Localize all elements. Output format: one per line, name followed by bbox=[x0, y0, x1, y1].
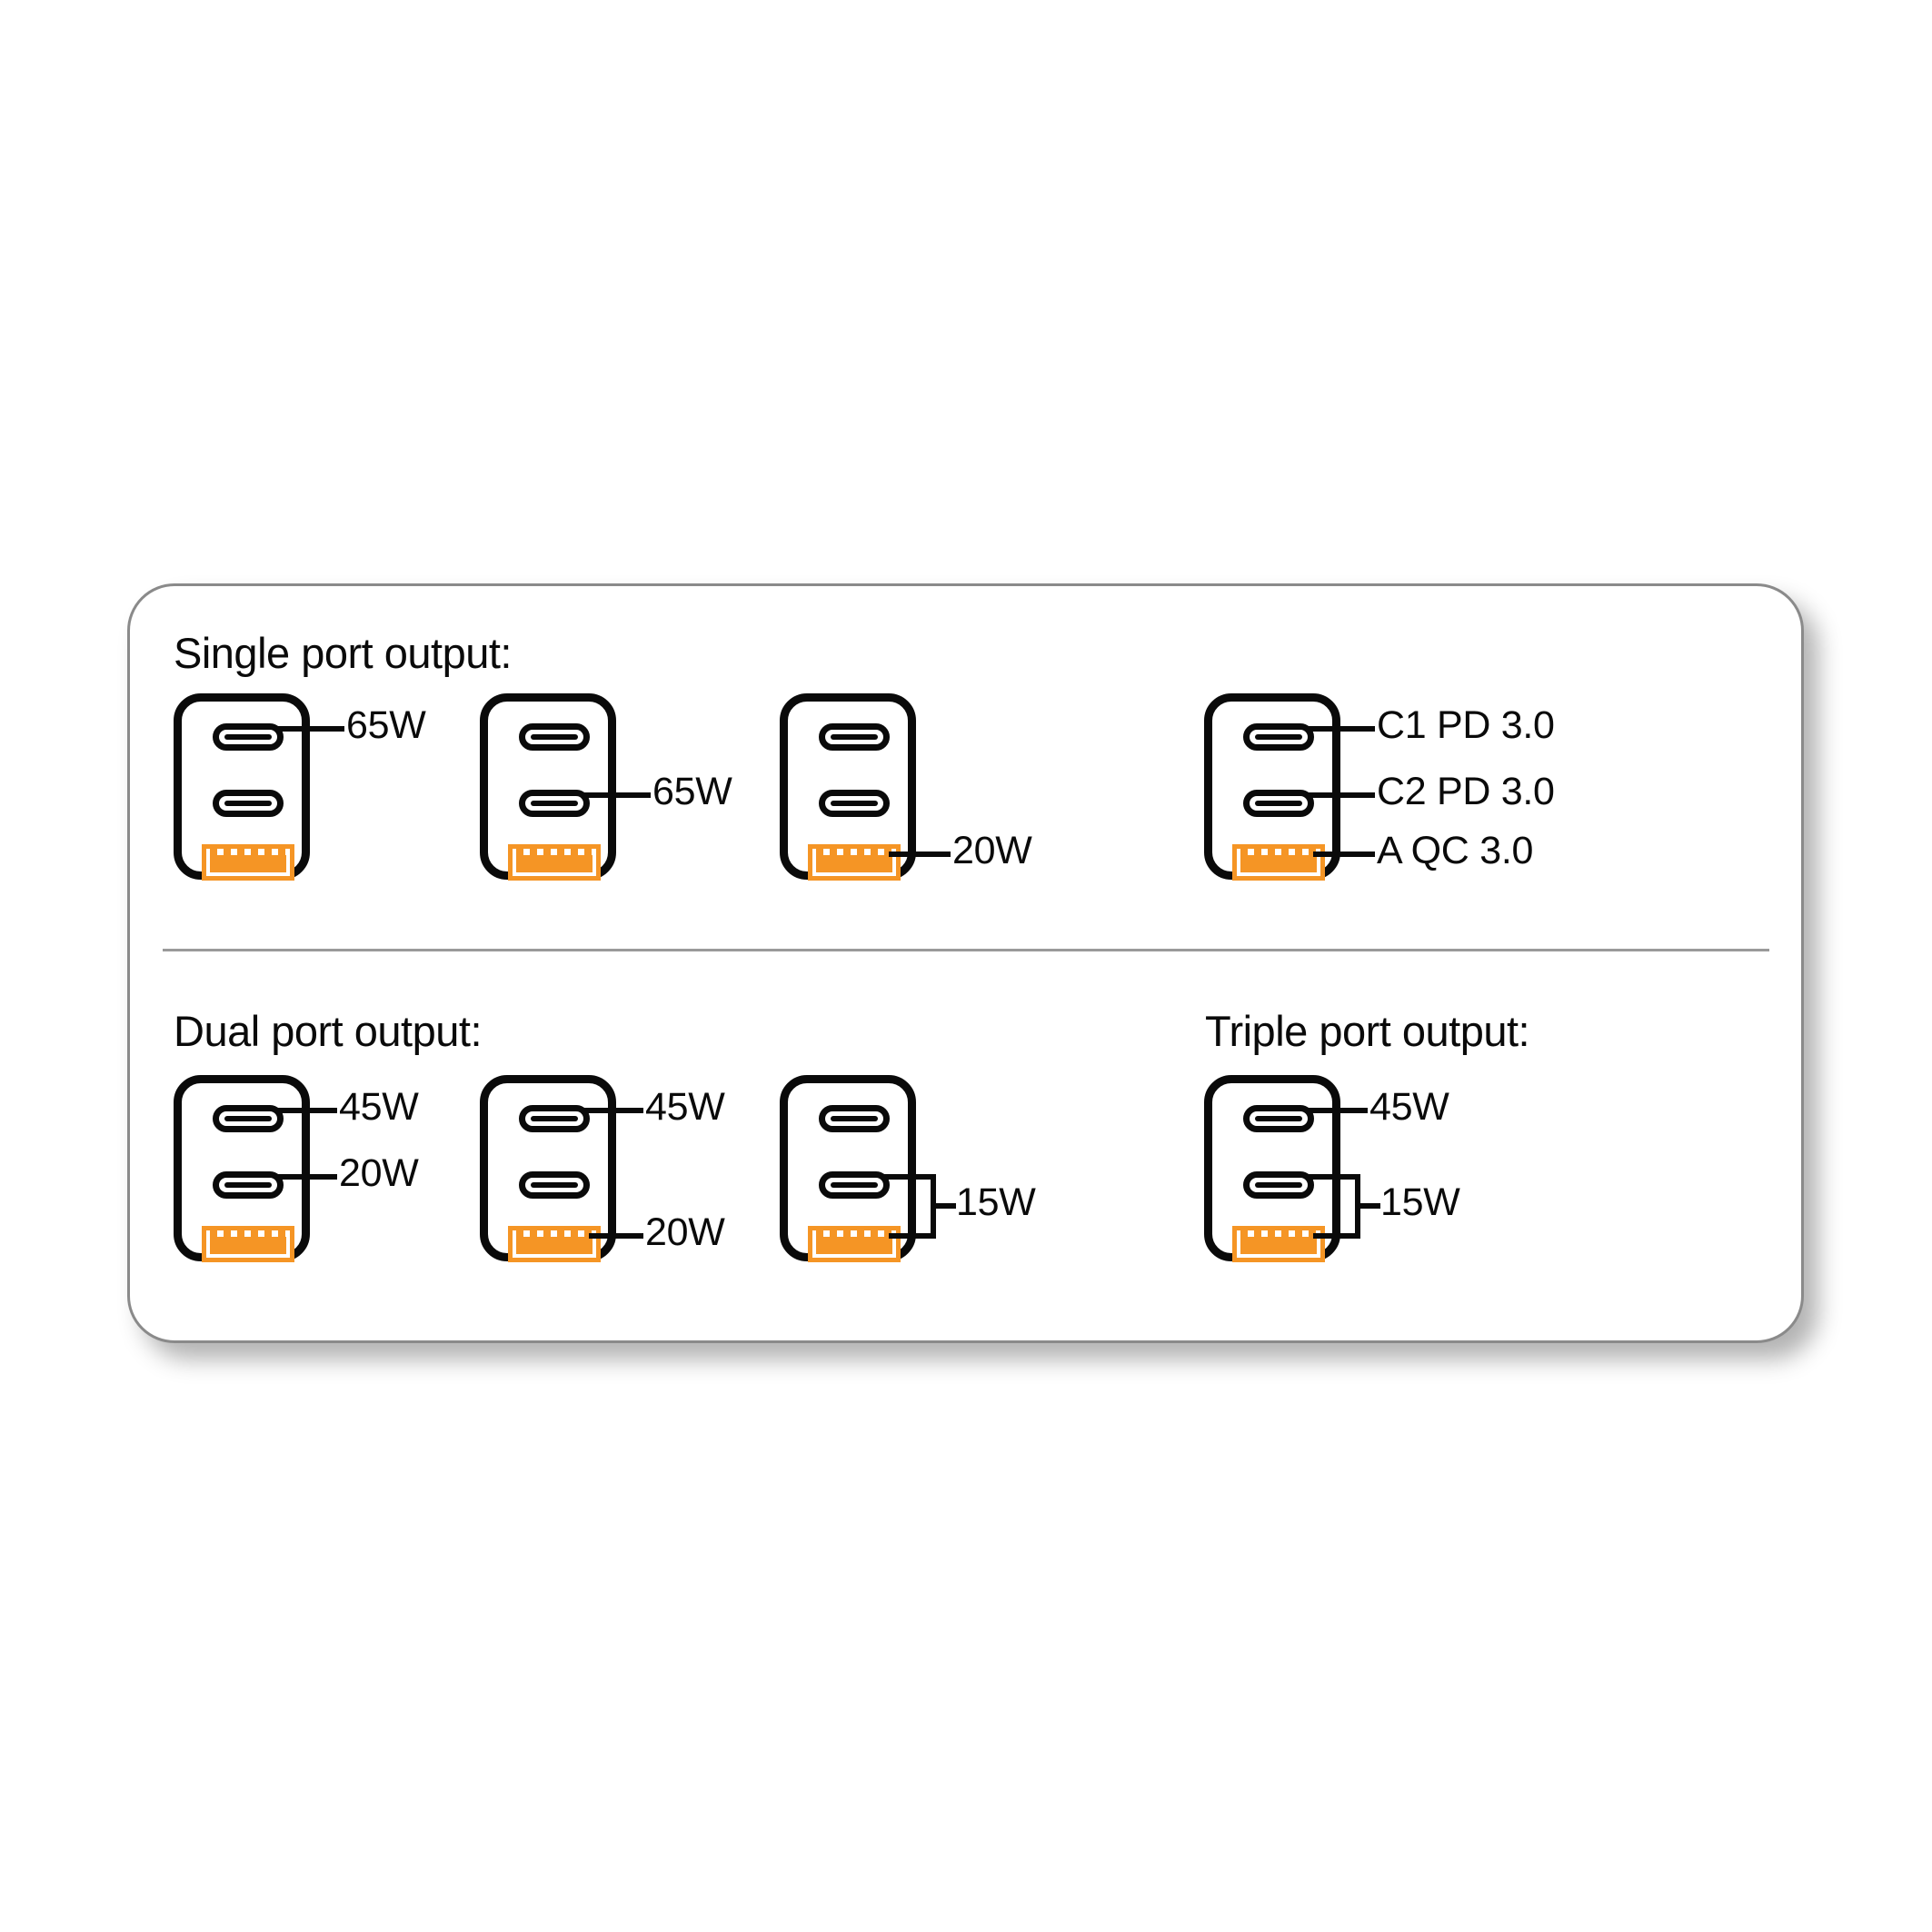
usb-c-port-icon bbox=[213, 723, 284, 751]
usb-a-port-icon bbox=[202, 844, 294, 881]
legend-label-a: A QC 3.0 bbox=[1377, 829, 1534, 872]
output-label-a: 20W bbox=[645, 1210, 725, 1254]
usb-c-port-icon bbox=[213, 1105, 284, 1132]
usb-c-port-icon bbox=[1243, 790, 1314, 817]
dual-port-section: Dual port output: 45W 20W bbox=[130, 586, 1801, 1340]
usb-a-port-icon bbox=[1232, 1226, 1325, 1262]
charger-diagram-dual-2: 45W 20W bbox=[480, 1075, 861, 1284]
charger-diagram-dual-3: 15W bbox=[780, 1075, 1161, 1284]
output-label-a: 20W bbox=[952, 829, 1032, 872]
usb-c-port-icon bbox=[1243, 1105, 1314, 1132]
usb-c-port-icon bbox=[213, 790, 284, 817]
output-label-c1: 45W bbox=[339, 1085, 419, 1129]
output-label-c1: 45W bbox=[645, 1085, 725, 1129]
output-label-c1: 45W bbox=[1369, 1085, 1449, 1129]
charger-body bbox=[480, 1075, 616, 1262]
usb-c-port-icon bbox=[1243, 723, 1314, 751]
leader-line bbox=[881, 1174, 936, 1180]
charger-body bbox=[780, 693, 916, 881]
leader-line bbox=[1313, 851, 1375, 857]
single-port-section-title: Single port output: bbox=[174, 629, 513, 677]
usb-c-port-icon bbox=[519, 723, 590, 751]
usb-a-port-icon bbox=[808, 1226, 901, 1262]
output-label-c2: 65W bbox=[652, 770, 732, 813]
usb-a-port-icon bbox=[808, 844, 901, 881]
leader-line bbox=[275, 726, 344, 732]
leader-line bbox=[1306, 1174, 1360, 1180]
leader-line bbox=[589, 1233, 643, 1239]
charger-body bbox=[174, 1075, 310, 1262]
charger-body bbox=[1204, 1075, 1340, 1262]
charger-diagram-triple-1: 45W 15W bbox=[1204, 1075, 1586, 1284]
output-label-bracket: 15W bbox=[1380, 1180, 1460, 1224]
legend-label-c1: C1 PD 3.0 bbox=[1377, 703, 1555, 747]
triple-port-section-title: Triple port output: bbox=[1205, 1007, 1530, 1055]
bracket-tail bbox=[1355, 1203, 1380, 1209]
usb-c-port-icon bbox=[819, 1105, 890, 1132]
usb-c-port-icon bbox=[819, 723, 890, 751]
usb-a-port-icon bbox=[1232, 844, 1325, 881]
usb-a-port-icon bbox=[508, 844, 601, 881]
output-label-c2: 20W bbox=[339, 1151, 419, 1195]
leader-line bbox=[275, 1174, 337, 1180]
usb-a-port-icon bbox=[202, 1226, 294, 1262]
leader-line bbox=[889, 1233, 936, 1239]
output-label-bracket: 15W bbox=[956, 1180, 1036, 1224]
usb-c-port-icon bbox=[1243, 1171, 1314, 1199]
leader-line bbox=[889, 851, 951, 857]
leader-line bbox=[1313, 1233, 1360, 1239]
charger-diagram-legend: C1 PD 3.0 C2 PD 3.0 A QC 3.0 bbox=[1204, 693, 1586, 902]
leader-line bbox=[1306, 792, 1375, 798]
leader-line bbox=[582, 792, 651, 798]
power-output-spec-card: Single port output: 65W 6 bbox=[127, 583, 1804, 1343]
charger-body bbox=[174, 693, 310, 881]
single-port-section: Single port output: 65W 6 bbox=[130, 586, 1801, 1340]
charger-body bbox=[480, 693, 616, 881]
usb-c-port-icon bbox=[519, 790, 590, 817]
charger-diagram-single-2: 65W bbox=[480, 693, 861, 902]
leader-line bbox=[582, 1108, 643, 1113]
bracket-tail bbox=[931, 1203, 956, 1209]
triple-port-section: Triple port output: 45W 15W bbox=[130, 586, 1801, 1340]
charger-diagram-dual-1: 45W 20W bbox=[174, 1075, 555, 1284]
usb-c-port-icon bbox=[519, 1171, 590, 1199]
usb-c-port-icon bbox=[819, 790, 890, 817]
leader-line bbox=[1306, 726, 1375, 732]
usb-c-port-icon bbox=[213, 1171, 284, 1199]
legend-label-c2: C2 PD 3.0 bbox=[1377, 770, 1555, 813]
charger-diagram-single-1: 65W bbox=[174, 693, 555, 902]
output-label-c1: 65W bbox=[346, 703, 426, 747]
dual-port-section-title: Dual port output: bbox=[174, 1007, 483, 1055]
leader-line bbox=[275, 1108, 337, 1113]
usb-c-port-icon bbox=[819, 1171, 890, 1199]
leader-line bbox=[1306, 1108, 1368, 1113]
usb-c-port-icon bbox=[519, 1105, 590, 1132]
charger-body bbox=[780, 1075, 916, 1262]
usb-a-port-icon bbox=[508, 1226, 601, 1262]
charger-diagram-single-3: 20W bbox=[780, 693, 1161, 902]
section-divider bbox=[163, 949, 1769, 951]
charger-body bbox=[1204, 693, 1340, 881]
